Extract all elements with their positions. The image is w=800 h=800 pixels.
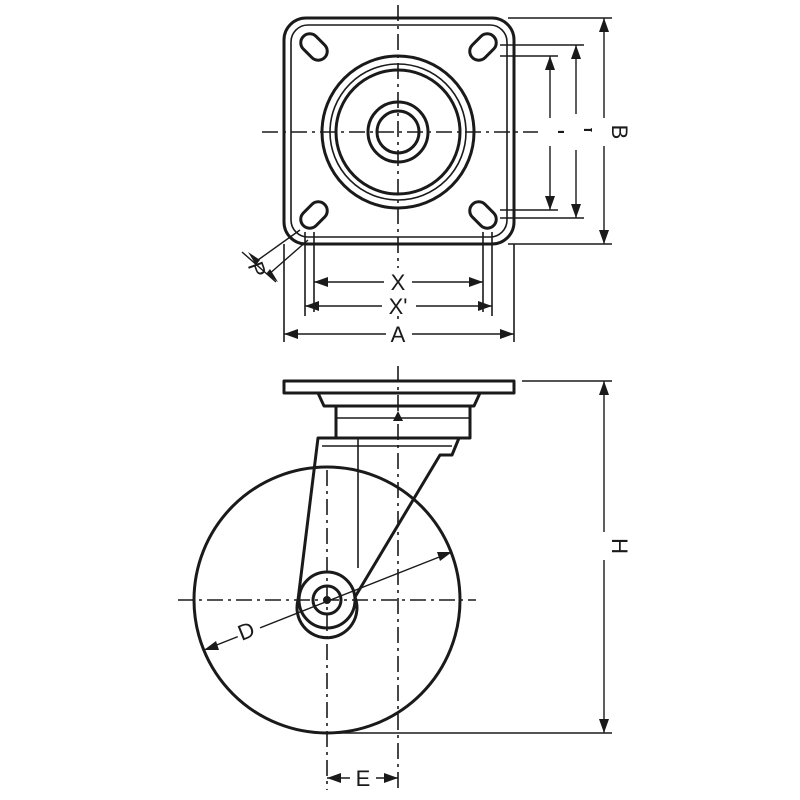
- dim-a-arrow-right: [500, 329, 514, 339]
- dim-a-label: A: [391, 322, 406, 347]
- dim-a-arrow-left: [284, 329, 298, 339]
- dim-y-arrow-top: [545, 56, 555, 70]
- swivel-raceway: [334, 404, 472, 440]
- dim-h-arrow-bottom: [599, 719, 609, 733]
- swivel-neck: [316, 391, 482, 408]
- dim-e-arrow-right: [384, 773, 398, 783]
- dim-x-arrow-left: [314, 277, 328, 287]
- bolt-slot-top-right: [468, 32, 498, 62]
- bolt-slot-bottom-left: [299, 200, 329, 230]
- dim-d-label-bg: [232, 613, 264, 647]
- dim-yp-arrow-top: [571, 45, 581, 59]
- dim-b-label-bg: [592, 118, 616, 146]
- dim-h-arrow-top: [599, 381, 609, 395]
- top-view: X X' A Y Y' B P: [241, 5, 632, 347]
- dim-yp-arrow-bottom: [571, 204, 581, 218]
- dim-p-arrow-1: [248, 252, 260, 265]
- dim-d-arrow-lower: [204, 641, 219, 650]
- dim-h-label: H: [607, 538, 632, 554]
- dim-x-label: X: [391, 270, 406, 295]
- dim-a-label-bg: [386, 320, 412, 344]
- dim-b-arrow-bottom: [599, 230, 609, 244]
- dim-y-label-bg: [538, 118, 562, 146]
- dim-e-arrow-left: [327, 773, 341, 783]
- dim-xp-arrow-left: [305, 301, 319, 311]
- dim-x-arrow-right: [469, 277, 483, 287]
- dim-xp-label-bg: [382, 292, 416, 316]
- dim-e-label-bg: [350, 764, 376, 788]
- dim-y-arrow-bottom: [545, 196, 555, 210]
- dim-p-arrow-2: [266, 269, 278, 282]
- side-top-plate: [282, 379, 516, 395]
- dim-d-arrow-upper: [437, 552, 452, 561]
- dim-p-leader-1: [257, 229, 301, 261]
- dim-h-label-bg: [592, 532, 616, 560]
- dim-x-label-bg: [384, 268, 412, 292]
- bolt-slot-bottom-right: [468, 200, 498, 230]
- dim-e-label: E: [356, 766, 371, 791]
- dim-p-label: P: [243, 258, 272, 280]
- top-plate-outline: [282, 16, 516, 246]
- dim-xp-label: X': [389, 294, 408, 319]
- dim-b-arrow-top: [599, 18, 609, 32]
- dim-b-label: B: [607, 125, 632, 140]
- top-plate-inner-edge: [290, 24, 508, 238]
- bolt-slot-top-left: [299, 32, 329, 62]
- dim-p-leader-2: [267, 239, 309, 276]
- dim-p-line: [241, 251, 277, 283]
- dim-yp-label-bg: [564, 114, 588, 150]
- side-view: H D E: [178, 366, 632, 791]
- fork-leg: [295, 436, 461, 640]
- dim-xp-arrow-right: [478, 301, 492, 311]
